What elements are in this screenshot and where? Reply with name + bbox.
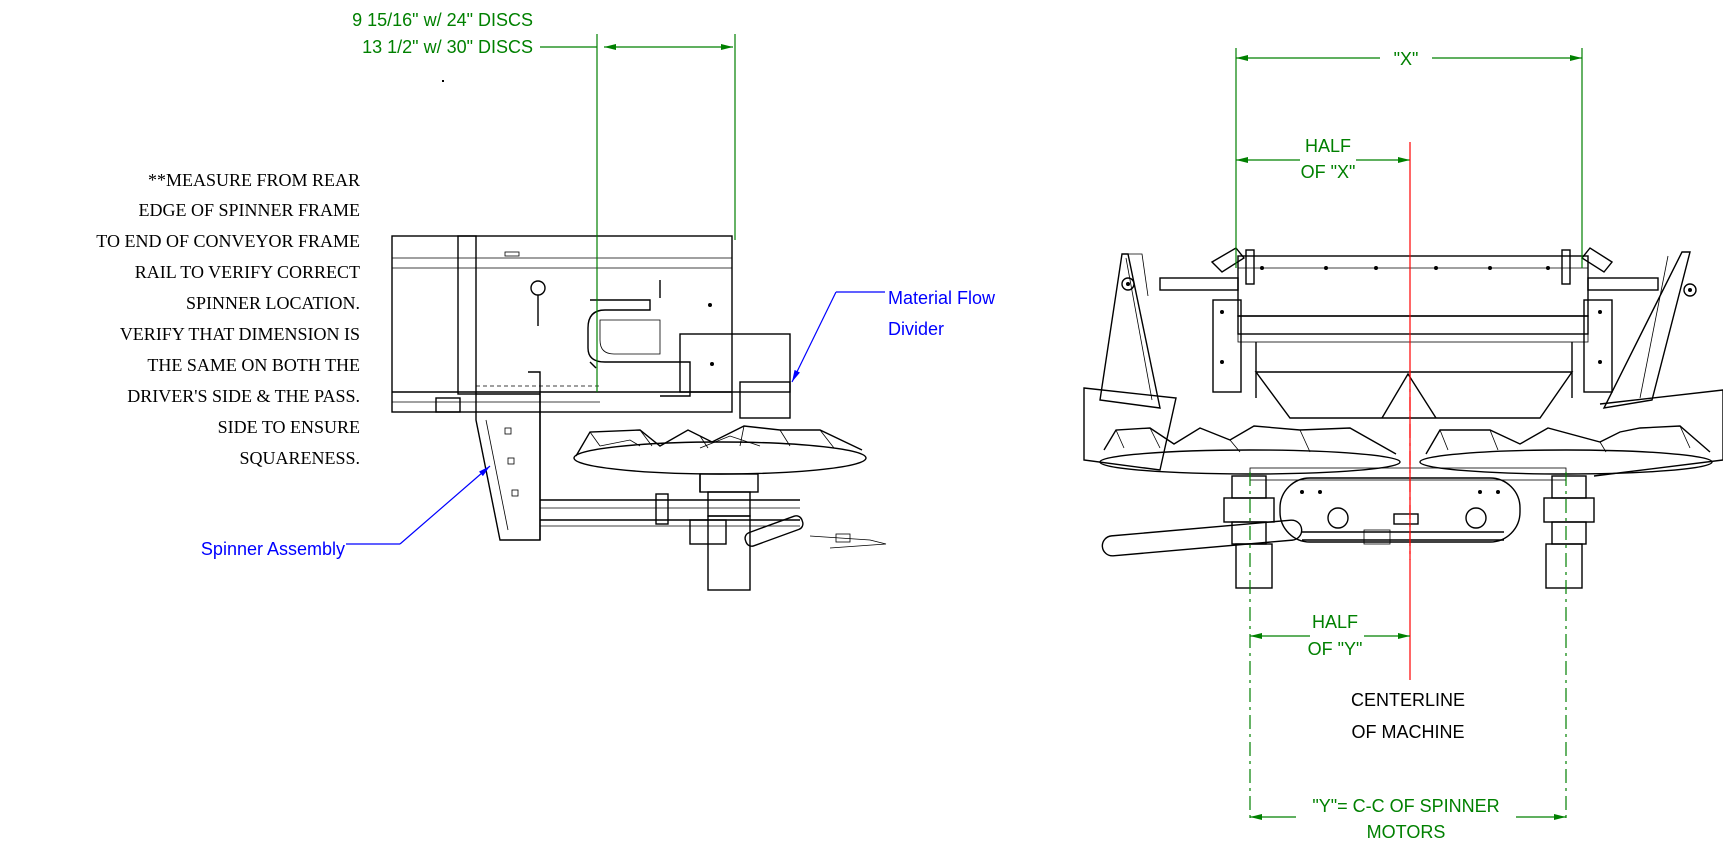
note-line: RAIL TO VERIFY CORRECT — [135, 262, 360, 282]
note-line: DRIVER'S SIDE & THE PASS. — [127, 386, 360, 406]
flow-divider-label-2: Divider — [888, 319, 944, 339]
note-line: SIDE TO ENSURE — [218, 417, 360, 437]
x-dimension-label: "X" — [1394, 49, 1419, 69]
note-line: THE SAME ON BOTH THE — [147, 355, 360, 375]
side-view — [391, 34, 887, 591]
disc-dim-label-24: 9 15/16" w/ 24" DISCS — [352, 10, 533, 30]
disc-offset-dimension — [442, 34, 736, 392]
note-line: EDGE OF SPINNER FRAME — [138, 200, 360, 220]
note-line: **MEASURE FROM REAR — [148, 170, 360, 190]
spinner-motor-side — [540, 473, 887, 591]
labels: 9 15/16" w/ 24" DISCS 13 1/2" w/ 30" DIS… — [96, 10, 1499, 842]
half-y-label-1: HALF — [1312, 612, 1358, 632]
spinner-disc-side — [573, 425, 867, 475]
spinner-frame-side — [475, 371, 541, 541]
half-x-label-2: OF "X" — [1301, 162, 1356, 182]
spinner-motor-right — [1543, 475, 1595, 589]
spinner-assembly-leader — [346, 465, 491, 545]
x-dimension — [1235, 48, 1583, 268]
centerline-label-1: CENTERLINE — [1351, 690, 1465, 710]
spinner-assembly-label: Spinner Assembly — [201, 539, 345, 559]
spinner-motor-left — [1223, 475, 1275, 589]
half-x-label-1: HALF — [1305, 136, 1351, 156]
y-dimension-label-1: "Y"= C-C OF SPINNER — [1312, 796, 1499, 816]
conveyor-frame — [391, 235, 791, 419]
half-y-label-2: OF "Y" — [1308, 639, 1363, 659]
note-line: VERIFY THAT DIMENSION IS — [120, 324, 360, 344]
note-line: TO END OF CONVEYOR FRAME — [96, 231, 360, 251]
rear-view — [1083, 48, 1723, 820]
spinner-disc-left-rear — [1099, 425, 1401, 475]
disc-dim-label-30: 13 1/2" w/ 30" DISCS — [362, 37, 533, 57]
note-line: SPINNER LOCATION. — [186, 293, 360, 313]
centerline-label-2: OF MACHINE — [1351, 722, 1464, 742]
note-line: SQUARENESS. — [239, 448, 360, 468]
flow-divider-label-1: Material Flow — [888, 288, 996, 308]
frame-bolts — [1260, 266, 1550, 270]
y-dimension-label-2: MOTORS — [1367, 822, 1446, 842]
verification-note: **MEASURE FROM REAR EDGE OF SPINNER FRAM… — [96, 170, 360, 468]
y-dimension — [1249, 472, 1567, 820]
flow-divider-leader — [791, 291, 885, 383]
